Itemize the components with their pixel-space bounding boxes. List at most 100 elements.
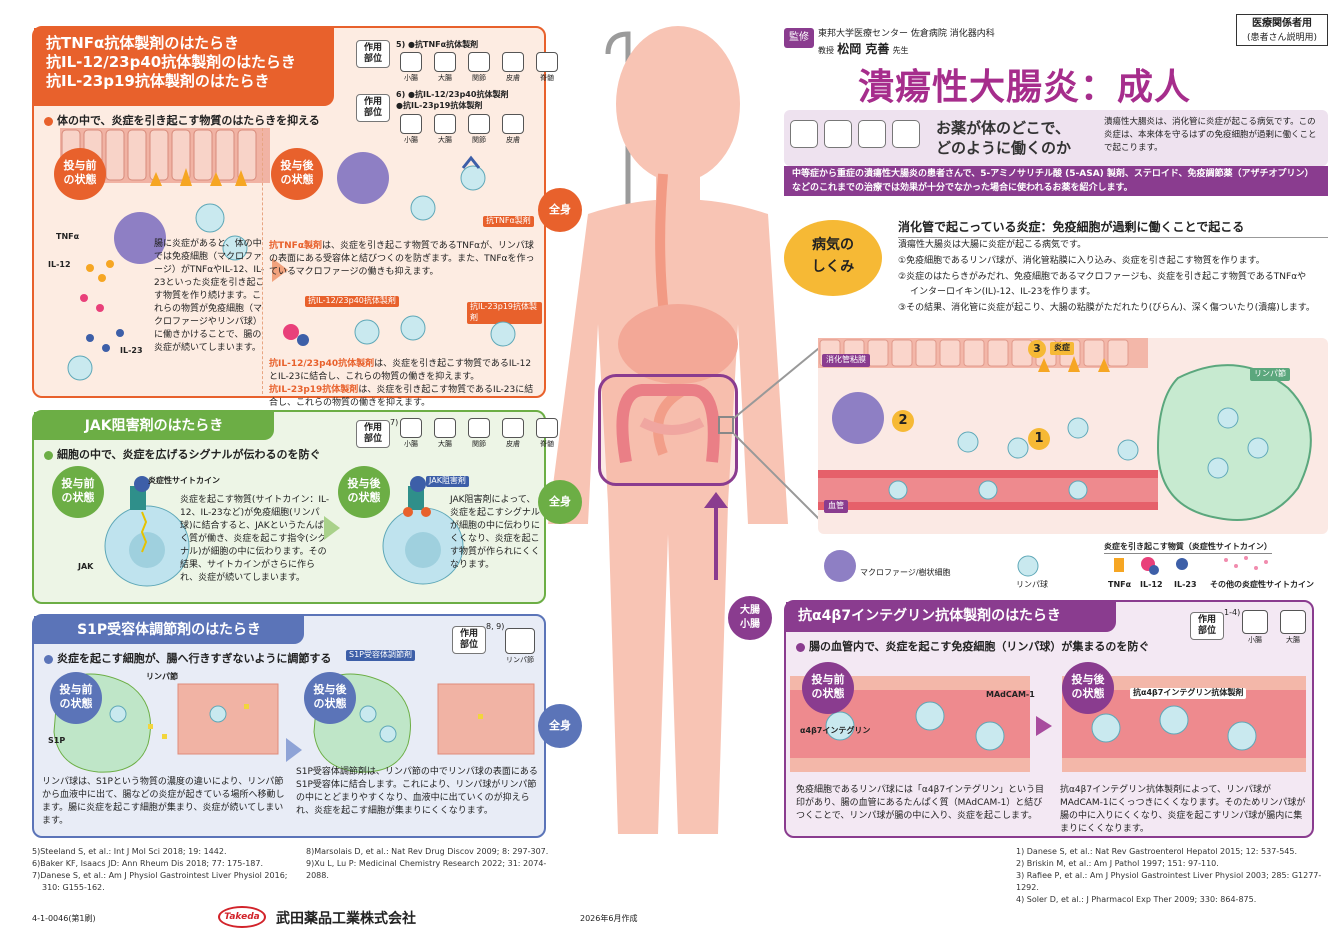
integrin-site-label: 作用部位: [1197, 615, 1216, 636]
professor-prefix: 教授: [818, 46, 834, 55]
s1p-bullet-text: 炎症を起こす細胞が、腸へ行きすぎないように調節する: [57, 652, 332, 665]
panel-s1p-title: S1P受容体調節剤のはたらき: [34, 616, 304, 644]
after-text2: は、炎症を引き起こす物質であるIL-12とIL-23に結合し、これらの物質の働き…: [269, 359, 532, 383]
mechanism-step1: ①免疫細胞であるリンパ球が、消化管粘膜に入り込み、炎症を引き起こす物質を作ります…: [898, 255, 1265, 266]
jak-label-jak: JAK: [78, 562, 94, 571]
audience-line1: 医療関係者用: [1252, 18, 1312, 29]
arrow-right-icon: [286, 738, 302, 762]
reference-item: 9)Xu L, Lu P: Medicinal Chemistry Resear…: [306, 859, 547, 880]
logo-text: Takeda: [224, 912, 260, 922]
takeda-logo: Takeda: [218, 906, 266, 928]
tnf-drug2-name: 抗IL-12/23p40抗体製剤: [415, 90, 509, 99]
jak-after-text: JAK阻害剤によって、炎症を起こすシグナルが細胞の中に伝わりにくくなり、炎症を起…: [450, 495, 541, 571]
jak-before-badge: 投与前 の状態: [52, 466, 104, 518]
panel-tnf-title-1: 抗TNFα抗体製剤のはたらき: [46, 34, 240, 52]
footer-code: 4-1-0046(第1刷): [32, 914, 96, 923]
organ-spine-icon: 脊髄: [532, 52, 562, 83]
badge-line1: 病気の: [812, 237, 854, 253]
organ-large-intestine-icon: 大腸: [1276, 610, 1310, 645]
jak-after-badge: 投与後 の状態: [338, 466, 390, 518]
body-label-whole-2: 全身: [538, 480, 582, 524]
tnf-organs-2: 小腸 大腸 関節 皮膚: [396, 114, 528, 145]
jak-site-label: 作用部位: [363, 423, 382, 444]
organ-label: 大腸: [438, 74, 452, 82]
tag-il1223-drug: 抗IL-12/23p40抗体製剤: [305, 296, 399, 307]
integrin-ref: 1-4): [1224, 608, 1241, 617]
mechanism-legend: 炎症を引き起こす物質（炎症性サイトカイン） マクロファージ/樹状細胞 リンパ球 …: [818, 542, 1328, 592]
arrow-right-icon: [324, 516, 340, 540]
integrin-after-text: 抗α4β7インテグリン抗体製剤によって、リンパ球がMAdCAM-1にくっつきにく…: [1060, 785, 1306, 835]
legend-il23: IL-23: [1174, 580, 1197, 589]
reference-item: 4) Soler D, et al.: J Pharmacol Exp Ther…: [1016, 895, 1257, 904]
mechanism-text: 潰瘍性大腸炎は大腸に炎症が起こる病気です。 ①免疫細胞であるリンパ球が、消化管粘…: [898, 238, 1328, 317]
badge-line2: の状態: [63, 173, 97, 186]
organ-label: 関節: [472, 440, 486, 448]
jak-label-inhibitor: JAK阻害剤: [426, 476, 469, 487]
badge-line1: 投与後: [1071, 673, 1105, 686]
tnf-before-badge: 投与前 の状態: [54, 148, 106, 200]
arrow-up-icon: [704, 492, 728, 580]
subtitle-line2: どのように働くのか: [936, 139, 1072, 157]
label-inflammation: 炎症: [1050, 342, 1074, 355]
audience-line2: (患者さん説明用): [1246, 33, 1318, 43]
organ-label: 小腸: [404, 136, 418, 144]
badge-line2: の状態: [347, 491, 381, 504]
organ-large-intestine-icon: 大腸: [430, 114, 460, 145]
organ-label: 脊髄: [540, 74, 554, 82]
tnf-after-svg-2: [283, 315, 516, 347]
main-title: 潰瘍性大腸炎：成人: [858, 67, 1192, 108]
s1p-ref: 8, 9): [486, 622, 505, 631]
organ-label: リンパ節: [506, 656, 534, 664]
organ-label: 小腸: [404, 74, 418, 82]
zoom-lines: [733, 343, 825, 525]
integrin-label-madcam: MAdCAM-1: [986, 690, 1035, 699]
label-lymphnode: リンパ節: [1250, 368, 1290, 381]
reference-item: 8)Marsolais D, et al.: Nat Rev Drug Disc…: [306, 847, 549, 856]
integrin-after-badge: 投与後 の状態: [1062, 662, 1114, 714]
panel-jak: JAK阻害剤のはたらき 作用部位 7) 小腸 大腸 関節 皮膚 脊髄 細胞の中で…: [32, 410, 558, 604]
panel-anti-tnf: 抗TNFα抗体製剤のはたらき 抗IL-12/23p40抗体製剤のはたらき 抗IL…: [32, 26, 558, 408]
intro-text: 潰瘍性大腸炎は、消化管に炎症が起こる病気です。この炎症は、本来体を守るはずの免疫…: [1104, 117, 1317, 153]
s1p-after-badge: 投与後 の状態: [304, 672, 356, 724]
professor: 教授 松岡 克善 先生: [818, 40, 909, 57]
panel-jak-title: JAK阻害剤のはたらき: [34, 412, 274, 440]
badge-line1: 投与前: [61, 477, 95, 490]
organ-small-intestine-icon: 小腸: [396, 114, 426, 145]
label-mucosa: 消化管粘膜: [822, 354, 870, 367]
panel-s1p: S1P受容体調節剤のはたらき 作用部位 8, 9) リンパ節 炎症を起こす細胞が…: [32, 614, 546, 838]
body-label-whole-3: 全身: [538, 704, 582, 748]
s1p-label-s1p: S1P: [48, 736, 66, 745]
tnf-before-text: 腸に炎症があると、体の中では免疫細胞（マクロファージ）がTNFαやIL-12、I…: [154, 239, 265, 354]
organ-skin-icon: 皮膚: [498, 114, 528, 145]
tnf-site-label-2: 作用部位: [363, 97, 382, 118]
organ-joint-icon: 関節: [464, 418, 494, 449]
intro-banner: 中等症から重症の潰瘍性大腸炎の患者さんで、5-アミノサリチル酸 (5-ASA) …: [784, 166, 1328, 196]
tnf-organs-1: 小腸 大腸 関節 皮膚 脊髄: [396, 52, 562, 83]
mechanism-zoom-box: [718, 416, 734, 434]
iv-drip-icon: [790, 120, 818, 148]
integrin-site-box: 作用部位: [1190, 612, 1224, 640]
organ-large-intestine-icon: 大腸: [430, 52, 460, 83]
organ-label: 大腸: [438, 440, 452, 448]
mechanism-lead: 潰瘍性大腸炎は大腸に炎症が起こる病気です。: [898, 240, 1087, 250]
organ-lymph-node-icon: リンパ節: [500, 628, 540, 665]
organ-small-intestine-icon: 小腸: [396, 52, 426, 83]
tnf-drug23-ref: 6): [396, 90, 406, 99]
reference-item: 5)Steeland S, et al.: Int J Mol Sci 2018…: [32, 847, 227, 856]
legend-svg: [824, 550, 1268, 582]
organ-small-intestine-icon: 小腸: [396, 418, 426, 449]
badge-line1: 投与前: [63, 159, 97, 172]
jak-site-box: 作用部位: [356, 420, 390, 448]
organ-label: 関節: [472, 74, 486, 82]
jak-ref: 7): [390, 418, 399, 427]
organ-small-intestine-icon: 小腸: [1238, 610, 1272, 645]
organ-joint-icon: 関節: [464, 52, 494, 83]
legend-lymphocyte: リンパ球: [1016, 580, 1048, 589]
num-1-badge: 1: [1028, 428, 1050, 450]
legend-tnf: TNFα: [1108, 580, 1132, 589]
integrin-before-badge: 投与前 の状態: [802, 662, 854, 714]
tnf-drug1-label: 5) ●抗TNFα抗体製剤: [396, 40, 479, 49]
badge-line1: 投与前: [811, 673, 845, 686]
affiliation: 東邦大学医療センター 佐倉病院 消化器内科: [818, 29, 995, 39]
mechanism-heading: 消化管で起こっている炎症：免疫細胞が過剰に働くことで起こる: [898, 218, 1328, 238]
